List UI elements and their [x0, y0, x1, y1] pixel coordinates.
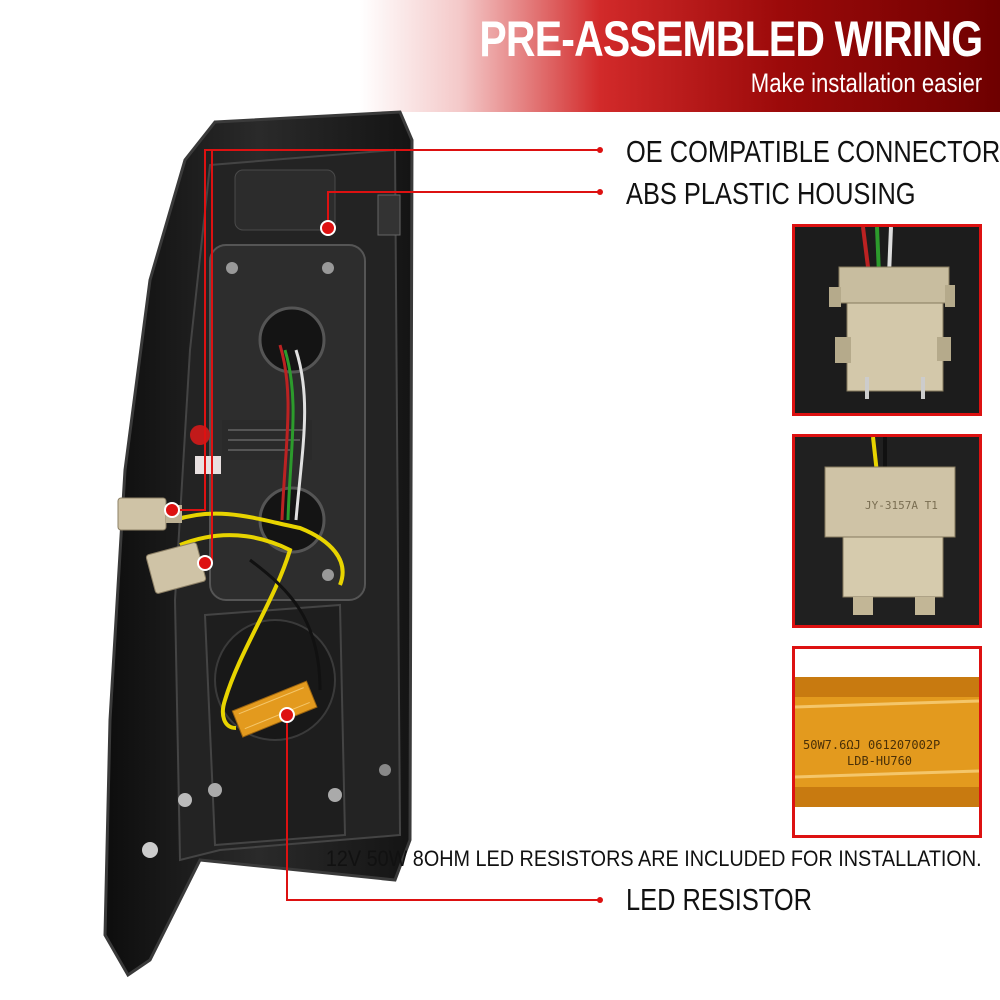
stud — [379, 764, 391, 776]
leader-housing — [327, 191, 600, 228]
resistor-note: 12V 50W 8OHM LED RESISTORS ARE INCLUDED … — [326, 846, 982, 871]
wire-black — [249, 558, 322, 691]
detail-resistor: 50W7.6ΩJ 061207002P LDB-HU760 — [792, 646, 982, 838]
stud — [208, 783, 222, 797]
side-connector — [377, 194, 401, 236]
detail-connector-2: JY-3157A T1 — [792, 434, 982, 628]
callout-connectors: OE COMPATIBLE CONNECTORS — [626, 134, 1000, 169]
socket-upper — [258, 306, 326, 374]
resistor-print-line1: 50W7.6ΩJ 061207002P — [803, 738, 941, 752]
connector-print: JY-3157A T1 — [865, 499, 938, 512]
marker-resistor — [279, 707, 295, 723]
marker-connector-upper — [164, 502, 180, 518]
detail-connector-1 — [792, 224, 982, 416]
header-banner — [0, 0, 1000, 112]
callout-housing: ABS PLASTIC HOUSING — [626, 176, 916, 211]
wire-red — [278, 344, 290, 521]
leader-connectors — [172, 149, 600, 511]
marker-housing — [320, 220, 336, 236]
page-title: PRE-ASSEMBLED WIRING — [479, 11, 983, 67]
top-block — [234, 169, 336, 231]
leader-resistor — [286, 715, 600, 901]
screw — [322, 262, 334, 274]
callout-resistor: LED RESISTOR — [626, 882, 812, 917]
wire-white — [294, 349, 307, 521]
wire-yellow-2 — [179, 533, 293, 730]
screw — [226, 262, 238, 274]
stud — [178, 793, 192, 807]
screw — [322, 569, 334, 581]
resistor-in-lamp — [231, 680, 318, 738]
stud — [328, 788, 342, 802]
sticker — [190, 425, 210, 445]
resistor-print-line2: LDB-HU760 — [847, 754, 913, 768]
marker-connector-lower — [197, 555, 213, 571]
wire-green — [283, 349, 295, 521]
page-subtitle: Make installation easier — [750, 68, 982, 98]
stud — [142, 842, 158, 858]
warning-sticker — [195, 456, 221, 474]
